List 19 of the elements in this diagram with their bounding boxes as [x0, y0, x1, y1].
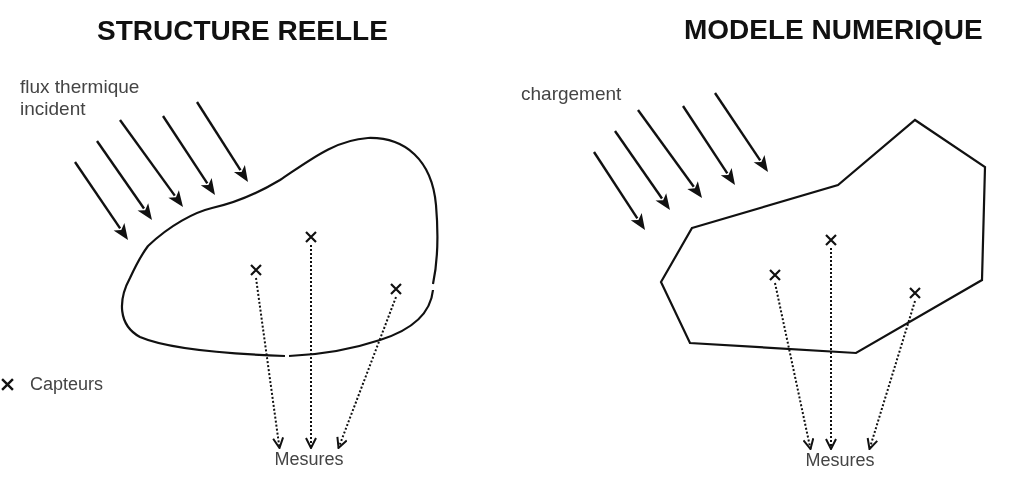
dotted-arrow — [336, 296, 397, 449]
dotted-arrow — [774, 282, 815, 450]
annotation-text: chargement — [521, 83, 622, 105]
legend-text: Capteurs — [30, 374, 104, 394]
cross-icon — [390, 283, 402, 295]
cross-icon — [825, 234, 837, 246]
annotation-text: flux thermique incident — [20, 76, 141, 120]
dotted-arrow — [305, 244, 317, 449]
measurement-label: Mesures — [805, 450, 875, 470]
dotted-arrow — [866, 300, 916, 450]
dotted-arrow — [255, 277, 285, 449]
dotted-arrow — [825, 247, 837, 450]
cross-icon — [769, 269, 781, 281]
panel-heading: STRUCTURE REELLE — [97, 17, 388, 45]
panel-heading: MODELE NUMERIQUE — [684, 16, 983, 44]
cross-icon — [909, 287, 921, 299]
cross-icon — [250, 264, 262, 276]
cross-icon — [305, 231, 317, 243]
measurement-label: Mesures — [274, 449, 344, 469]
